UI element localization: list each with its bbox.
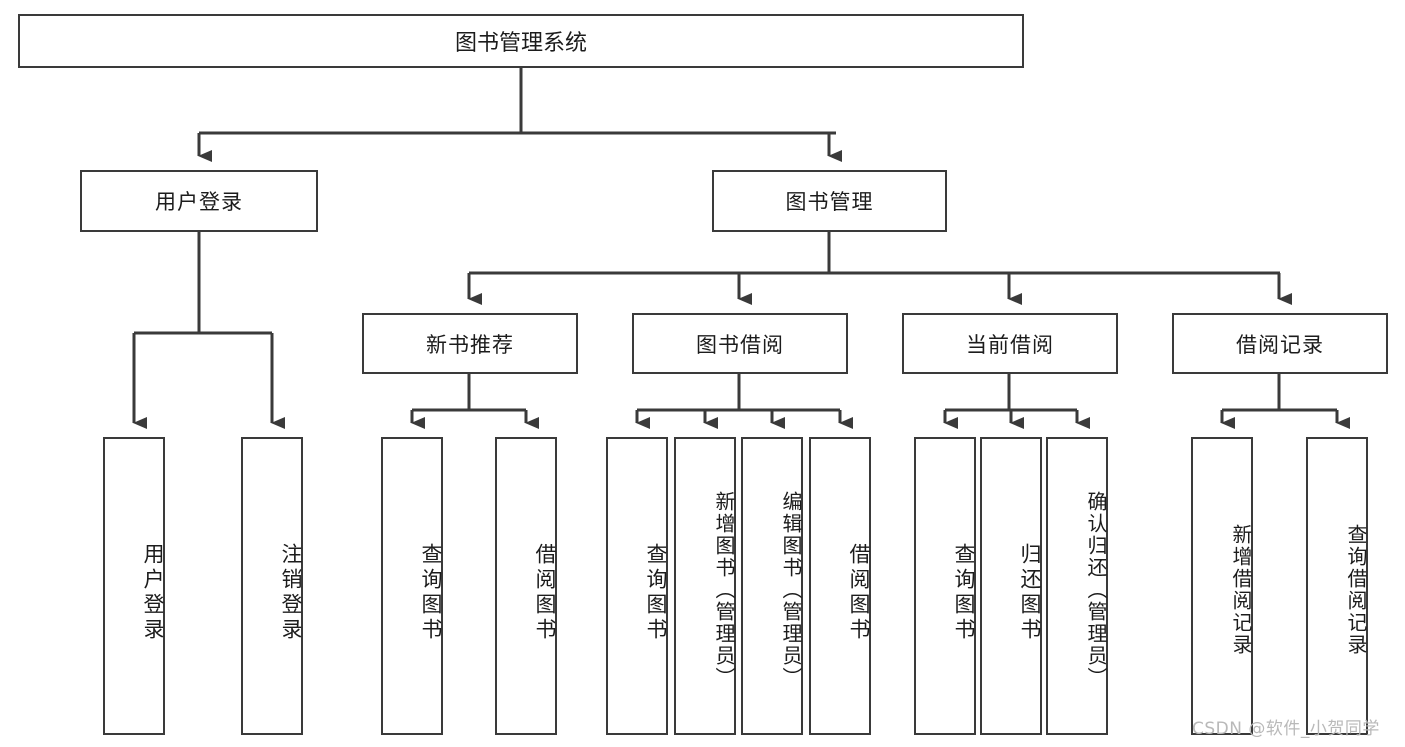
node-label: 新书推荐 (426, 332, 514, 357)
node-label: 用户登录 (141, 543, 165, 643)
node-label: 归还图书 (1018, 543, 1042, 643)
node-user-login[interactable]: 用户登录 (80, 170, 318, 232)
leaf-borrow-borrow-book[interactable]: 借阅图书 (809, 437, 871, 735)
node-label: 当前借阅 (966, 332, 1054, 357)
node-label: 查询图书 (644, 543, 668, 643)
node-label: 查询借阅记录 (1344, 524, 1368, 656)
leaf-borrow-query-book[interactable]: 查询图书 (606, 437, 668, 735)
leaf-new-book-query[interactable]: 查询图书 (381, 437, 443, 735)
node-root-system[interactable]: 图书管理系统 (18, 14, 1024, 68)
node-new-book-recommend[interactable]: 新书推荐 (362, 313, 578, 374)
node-label: 查询图书 (952, 543, 976, 643)
node-label: 图书管理 (785, 190, 874, 214)
node-label: 借阅图书 (533, 543, 557, 643)
node-label: 用户登录 (155, 190, 243, 214)
node-label: 图书借阅 (696, 332, 784, 357)
leaf-user-login-login[interactable]: 用户登录 (103, 437, 165, 735)
node-book-management[interactable]: 图书管理 (712, 170, 947, 232)
leaf-record-query[interactable]: 查询借阅记录 (1306, 437, 1368, 735)
node-label: 确认归还（管理员） (1084, 491, 1108, 689)
leaf-borrow-edit-book[interactable]: 编辑图书（管理员） (741, 437, 803, 735)
leaf-current-query-book[interactable]: 查询图书 (914, 437, 976, 735)
leaf-user-login-logout[interactable]: 注销登录 (241, 437, 303, 735)
node-label: 新增借阅记录 (1229, 524, 1253, 656)
node-book-borrow[interactable]: 图书借阅 (632, 313, 848, 374)
node-label: 新增图书（管理员） (712, 491, 736, 689)
leaf-new-book-borrow[interactable]: 借阅图书 (495, 437, 557, 735)
node-current-borrow[interactable]: 当前借阅 (902, 313, 1118, 374)
node-label: 注销登录 (279, 543, 303, 643)
node-label: 借阅记录 (1236, 332, 1324, 357)
node-label: 图书管理系统 (454, 31, 587, 56)
leaf-record-add[interactable]: 新增借阅记录 (1191, 437, 1253, 735)
leaf-current-return-book[interactable]: 归还图书 (980, 437, 1042, 735)
node-borrow-record[interactable]: 借阅记录 (1172, 313, 1388, 374)
leaf-borrow-add-book[interactable]: 新增图书（管理员） (674, 437, 736, 735)
node-label: 查询图书 (419, 543, 443, 643)
leaf-current-confirm-return[interactable]: 确认归还（管理员） (1046, 437, 1108, 735)
node-label: 编辑图书（管理员） (779, 491, 803, 689)
node-label: 借阅图书 (847, 543, 871, 643)
